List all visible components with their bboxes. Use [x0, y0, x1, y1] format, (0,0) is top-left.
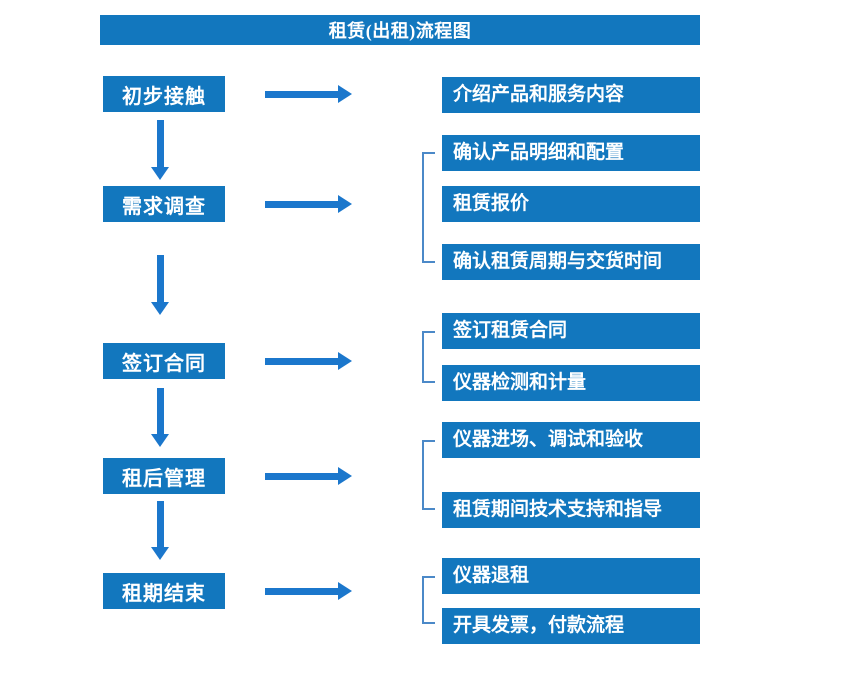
arrow-shaft — [156, 255, 164, 302]
arrow-shaft — [265, 200, 338, 208]
arrow-shaft — [265, 90, 338, 98]
arrow-head — [338, 582, 352, 600]
arrow-head — [151, 167, 169, 180]
group-bracket — [422, 440, 435, 510]
arrow-shaft — [156, 388, 164, 434]
down-arrow — [151, 255, 169, 315]
down-arrow — [151, 120, 169, 180]
detail-box: 介绍产品和服务内容 — [442, 77, 700, 113]
arrow-head — [338, 85, 352, 103]
arrow-shaft — [156, 120, 164, 167]
right-arrow — [265, 467, 352, 485]
arrow-head — [338, 467, 352, 485]
step-box-sign-contract: 签订合同 — [103, 343, 225, 379]
step-box-lease-end: 租期结束 — [103, 573, 225, 609]
right-arrow — [265, 85, 352, 103]
arrow-head — [151, 302, 169, 315]
arrow-shaft — [265, 357, 338, 365]
page-title: 租赁(出租)流程图 — [328, 21, 472, 41]
arrow-shaft — [156, 501, 164, 547]
detail-box: 租赁报价 — [442, 186, 700, 222]
group-bracket — [422, 152, 435, 263]
arrow-head — [151, 434, 169, 447]
arrow-head — [338, 352, 352, 370]
step-box-post-rental-management: 租后管理 — [103, 458, 225, 494]
step-box-initial-contact: 初步接触 — [103, 76, 225, 112]
detail-box: 确认租赁周期与交货时间 — [442, 244, 700, 280]
detail-box: 仪器退租 — [442, 558, 700, 594]
detail-box: 确认产品明细和配置 — [442, 135, 700, 171]
right-arrow — [265, 582, 352, 600]
detail-box: 租赁期间技术支持和指导 — [442, 492, 700, 528]
arrow-head — [151, 547, 169, 560]
detail-box: 仪器进场、调试和验收 — [442, 422, 700, 458]
down-arrow — [151, 388, 169, 447]
detail-box: 开具发票，付款流程 — [442, 608, 700, 644]
title-bar: 租赁(出租)流程图 — [100, 15, 700, 45]
group-bracket — [422, 576, 435, 624]
detail-box: 仪器检测和计量 — [442, 365, 700, 401]
down-arrow — [151, 501, 169, 560]
arrow-shaft — [265, 472, 338, 480]
arrow-shaft — [265, 587, 338, 595]
arrow-head — [338, 195, 352, 213]
step-box-demand-survey: 需求调查 — [103, 186, 225, 222]
right-arrow — [265, 352, 352, 370]
right-arrow — [265, 195, 352, 213]
group-bracket — [422, 331, 435, 383]
detail-box: 签订租赁合同 — [442, 313, 700, 349]
